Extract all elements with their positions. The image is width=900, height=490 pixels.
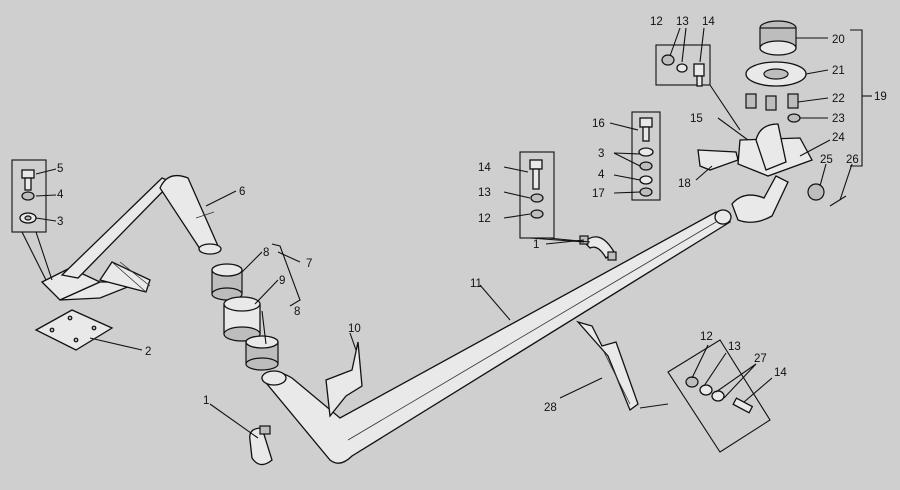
callout-9: 9: [279, 275, 285, 287]
callout-1-right: 1: [533, 239, 539, 251]
bolt-group-left: [11, 159, 53, 281]
callout-8-upper: 8: [263, 247, 269, 259]
callout-11: 11: [470, 278, 482, 290]
left-bracket: [40, 177, 174, 301]
callout-6: 6: [239, 186, 245, 198]
bracket-28: [576, 320, 639, 412]
callout-16: 16: [592, 118, 605, 130]
callout-10: 10: [348, 323, 361, 335]
callout-2: 2: [145, 346, 151, 358]
callout-13-bottom: 13: [728, 341, 741, 353]
callout-12-top: 12: [650, 16, 663, 28]
callout-24: 24: [832, 132, 845, 144]
callout-14-center: 14: [478, 162, 491, 174]
callout-3: 3: [57, 216, 63, 228]
bolt-group-top: [655, 44, 741, 131]
callout-18: 18: [678, 178, 691, 190]
callout-1-left: 1: [203, 395, 209, 407]
callout-8-lower: 8: [294, 306, 300, 318]
callout-22: 22: [832, 93, 845, 105]
clamp-1-left: [249, 425, 273, 466]
callout-5: 5: [57, 163, 63, 175]
coupling-8-upper: [211, 263, 243, 301]
clamp-1-right: [579, 235, 617, 261]
callout-4: 4: [57, 189, 64, 201]
gasket-plate: [34, 309, 114, 351]
assembly-19: [731, 20, 847, 223]
bolt-group-mid: [631, 111, 661, 201]
bracket-7: [271, 243, 301, 307]
callout-12-center: 12: [478, 213, 491, 225]
callout-23: 23: [832, 113, 845, 125]
callout-13-center: 13: [478, 187, 491, 199]
main-pipe: [261, 209, 732, 464]
callout-26: 26: [846, 154, 859, 166]
callout-14-top: 14: [702, 16, 715, 28]
callout-4-mid: 4: [598, 169, 605, 181]
bolt-group-center: [519, 151, 591, 243]
callout-12-bottom: 12: [700, 331, 713, 343]
callout-labels: 5 4 3 2 6 8 9 7 8 1 10 11 28 1 14 13 12 …: [57, 16, 887, 414]
callout-27: 27: [754, 353, 767, 365]
callout-17: 17: [592, 188, 605, 200]
callout-3-mid: 3: [598, 148, 604, 160]
callout-25: 25: [820, 154, 833, 166]
coupling-9: [223, 296, 261, 342]
elbow-pipe: [159, 174, 222, 255]
callout-19: 19: [874, 91, 887, 103]
callout-7: 7: [306, 258, 312, 270]
callout-20: 20: [832, 34, 845, 46]
callout-14-bottom: 14: [774, 367, 787, 379]
bracket-18: [697, 149, 739, 171]
callout-21: 21: [832, 65, 845, 77]
callout-15: 15: [690, 113, 703, 125]
bolt-group-bottom: [639, 339, 771, 453]
coupling-8-lower: [245, 335, 279, 371]
bracket-10: [325, 341, 363, 418]
leader-lines: [35, 27, 872, 439]
callout-13-top: 13: [676, 16, 689, 28]
callout-28: 28: [544, 402, 557, 414]
